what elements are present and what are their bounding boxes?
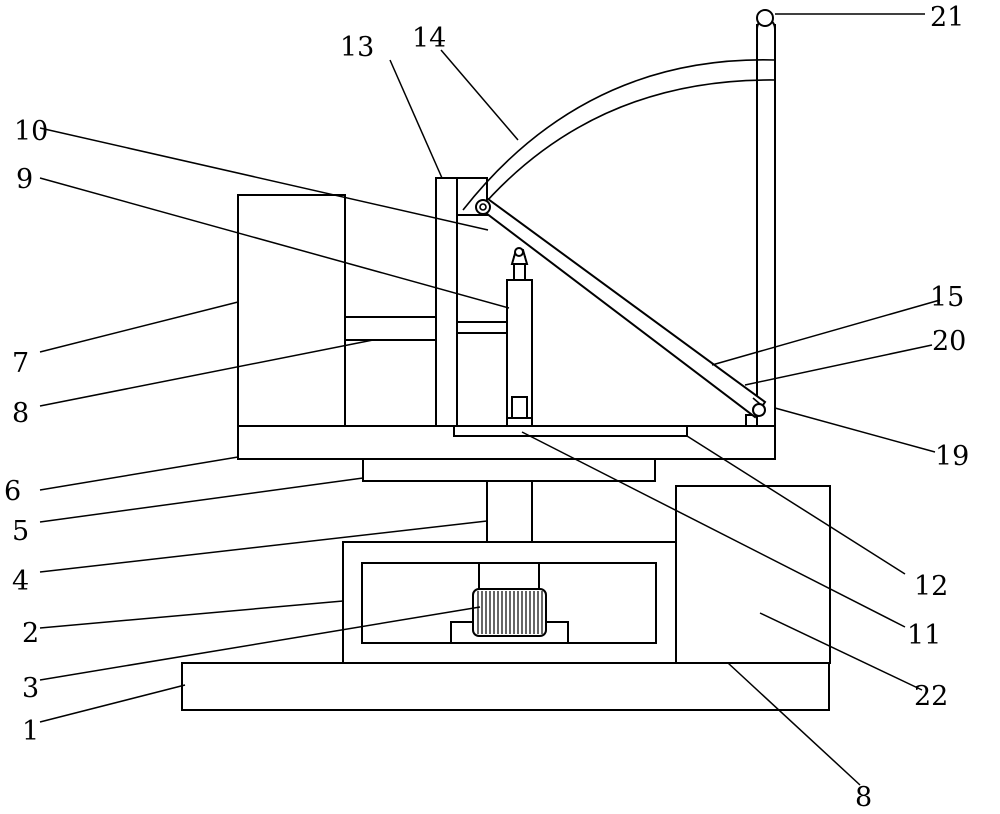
label-8b: 8 bbox=[855, 782, 872, 813]
label-8a: 8 bbox=[12, 398, 29, 429]
label-22: 22 bbox=[914, 681, 948, 712]
cylinder-base bbox=[506, 417, 533, 427]
label-13: 13 bbox=[340, 32, 374, 63]
label-11: 11 bbox=[907, 620, 941, 651]
push-rod bbox=[344, 316, 442, 341]
label-19: 19 bbox=[935, 441, 969, 472]
gear-teeth bbox=[477, 591, 543, 634]
label-21: 21 bbox=[930, 2, 964, 33]
arc-track-inner bbox=[477, 79, 776, 212]
leader-2 bbox=[39, 600, 344, 629]
leader-15 bbox=[711, 299, 941, 366]
left-cabinet bbox=[237, 194, 346, 427]
leader-8a bbox=[39, 339, 374, 407]
label-4: 4 bbox=[12, 566, 29, 597]
label-1: 1 bbox=[22, 716, 39, 747]
leader-6 bbox=[39, 456, 239, 491]
label-9: 9 bbox=[16, 164, 33, 195]
slide-plate bbox=[453, 425, 688, 437]
leader-12 bbox=[686, 435, 906, 575]
label-20: 20 bbox=[932, 326, 966, 357]
label-12: 12 bbox=[914, 571, 948, 602]
arm-upper-pivot bbox=[475, 199, 491, 215]
label-2: 2 bbox=[22, 618, 39, 649]
rotating-shaft bbox=[486, 480, 533, 543]
arm-lower-link bbox=[752, 397, 761, 405]
leader-13 bbox=[389, 59, 443, 179]
piston-pivot bbox=[514, 247, 524, 257]
leader-14 bbox=[440, 49, 519, 141]
leader-9 bbox=[39, 177, 510, 309]
leader-1 bbox=[39, 684, 186, 723]
leader-22 bbox=[759, 612, 923, 691]
leader-8b bbox=[727, 662, 861, 786]
cylinder-collar bbox=[511, 396, 528, 419]
label-7: 7 bbox=[12, 348, 29, 379]
arm-lower-pivot bbox=[752, 403, 766, 417]
arc-track-outer bbox=[462, 59, 776, 211]
arm-upper-pin bbox=[479, 203, 487, 211]
right-pole bbox=[756, 24, 776, 427]
base-plate bbox=[181, 662, 830, 711]
leader-3 bbox=[39, 606, 481, 681]
leader-4 bbox=[39, 520, 488, 573]
label-15: 15 bbox=[930, 282, 964, 313]
leader-5 bbox=[39, 477, 364, 523]
vertical-post bbox=[435, 177, 458, 427]
label-6: 6 bbox=[4, 476, 21, 507]
leader-19 bbox=[774, 407, 936, 453]
motor-body bbox=[478, 562, 540, 590]
leader-11 bbox=[521, 431, 906, 628]
label-10: 10 bbox=[14, 116, 48, 147]
label-14: 14 bbox=[412, 23, 446, 54]
label-5: 5 bbox=[12, 516, 29, 547]
label-3: 3 bbox=[22, 673, 39, 704]
leader-20 bbox=[744, 344, 933, 386]
top-knob bbox=[756, 9, 774, 27]
leader-10 bbox=[39, 127, 489, 231]
leader-7 bbox=[39, 301, 239, 353]
